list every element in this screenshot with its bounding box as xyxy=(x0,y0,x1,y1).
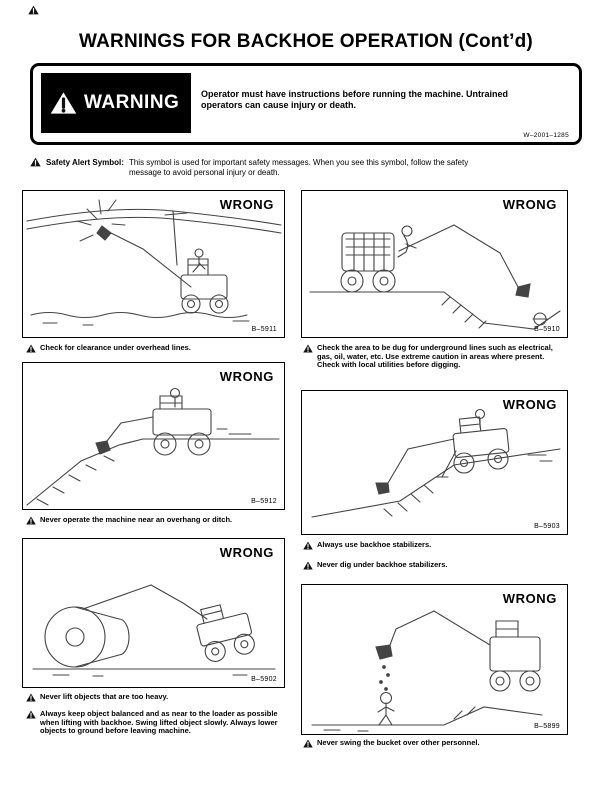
warning-triangle-icon xyxy=(26,516,36,525)
figure-caption: Check for clearance under overhead lines… xyxy=(26,343,282,353)
caption-text: Always use backhoe stabilizers. xyxy=(317,540,432,549)
figure-number: B–5910 xyxy=(534,326,560,333)
caption-text: Check the area to be dug for underground… xyxy=(317,343,553,370)
figure-box-heavy-objects: WRONG B–5902 xyxy=(22,538,285,688)
figure-number: B–5912 xyxy=(251,498,277,505)
figure-caption: Always use backhoe stabilizers. xyxy=(303,540,567,550)
figure-caption: Never dig under backhoe stabilizers. xyxy=(303,560,567,570)
page-title: WARNINGS FOR BACKHOE OPERATION (Cont’d) xyxy=(79,31,533,52)
caption-text: Never operate the machine near an overha… xyxy=(40,515,233,524)
figure-number: B–5902 xyxy=(251,676,277,683)
warning-triangle-icon xyxy=(303,739,313,748)
illustration-swing-personnel xyxy=(311,610,543,732)
illustration-overhead-lines xyxy=(26,199,282,326)
illustration-overhang-ditch xyxy=(26,387,280,506)
figure-caption: Always keep object balanced and as near … xyxy=(26,709,279,736)
figure-number: B–5911 xyxy=(251,326,277,333)
corner-warning-triangle-icon xyxy=(28,5,39,15)
wrong-label: WRONG xyxy=(219,369,274,384)
safety-alert-label: Safety Alert Symbol: xyxy=(46,158,124,167)
safety-alert-row: Safety Alert Symbol: This symbol is used… xyxy=(30,157,582,177)
figure-number: B–5899 xyxy=(534,723,560,730)
wrong-label: WRONG xyxy=(502,397,557,412)
warning-triangle-icon xyxy=(26,693,36,702)
caption-text: Always keep object balanced and as near … xyxy=(40,709,278,736)
figure-caption: Never lift objects that are too heavy. xyxy=(26,692,282,702)
figure-box-overhead-lines: WRONG B–5911 xyxy=(22,190,285,338)
caption-text: Check for clearance under overhead lines… xyxy=(40,343,191,352)
warning-triangle-icon xyxy=(303,561,313,570)
figure-caption: Never swing the bucket over other person… xyxy=(303,738,567,748)
caption-text: Never lift objects that are too heavy. xyxy=(40,692,169,701)
figure-number: B–5903 xyxy=(534,523,560,530)
wrong-label: WRONG xyxy=(502,197,557,212)
warning-triangle-icon xyxy=(303,541,313,550)
figure-box-overhang-ditch: WRONG B–5912 xyxy=(22,362,285,510)
warning-triangle-icon xyxy=(50,91,77,115)
figure-caption: Check the area to be dug for underground… xyxy=(303,343,555,370)
warning-banner-signal: WARNING xyxy=(41,73,191,133)
wrong-label: WRONG xyxy=(219,197,274,212)
warning-banner-text: Operator must have instructions before r… xyxy=(201,89,509,110)
warning-triangle-icon xyxy=(30,157,41,167)
warning-triangle-icon xyxy=(26,344,36,353)
figure-caption: Never operate the machine near an overha… xyxy=(26,515,282,525)
figure-box-underground-lines: WRONG B–5910 xyxy=(301,190,568,338)
warning-triangle-icon xyxy=(26,710,36,719)
figure-box-stabilizers: WRONG B–5903 xyxy=(301,390,568,535)
wrong-label: WRONG xyxy=(502,591,557,606)
caption-text: Never swing the bucket over other person… xyxy=(317,738,480,747)
warning-banner-label: WARNING xyxy=(84,92,180,113)
illustration-stabilizers xyxy=(311,408,561,518)
warning-code: W–2001–1285 xyxy=(523,132,569,139)
illustration-underground-lines xyxy=(309,224,561,330)
wrong-label: WRONG xyxy=(219,545,274,560)
safety-alert-text: This symbol is used for important safety… xyxy=(128,158,469,177)
caption-text: Never dig under backhoe stabilizers. xyxy=(317,560,448,569)
warning-triangle-icon xyxy=(303,344,313,353)
warning-banner: WARNING Operator must have instructions … xyxy=(30,63,582,145)
illustration-heavy-objects xyxy=(32,584,276,677)
figure-box-swing-personnel: WRONG B–5899 xyxy=(301,584,568,735)
